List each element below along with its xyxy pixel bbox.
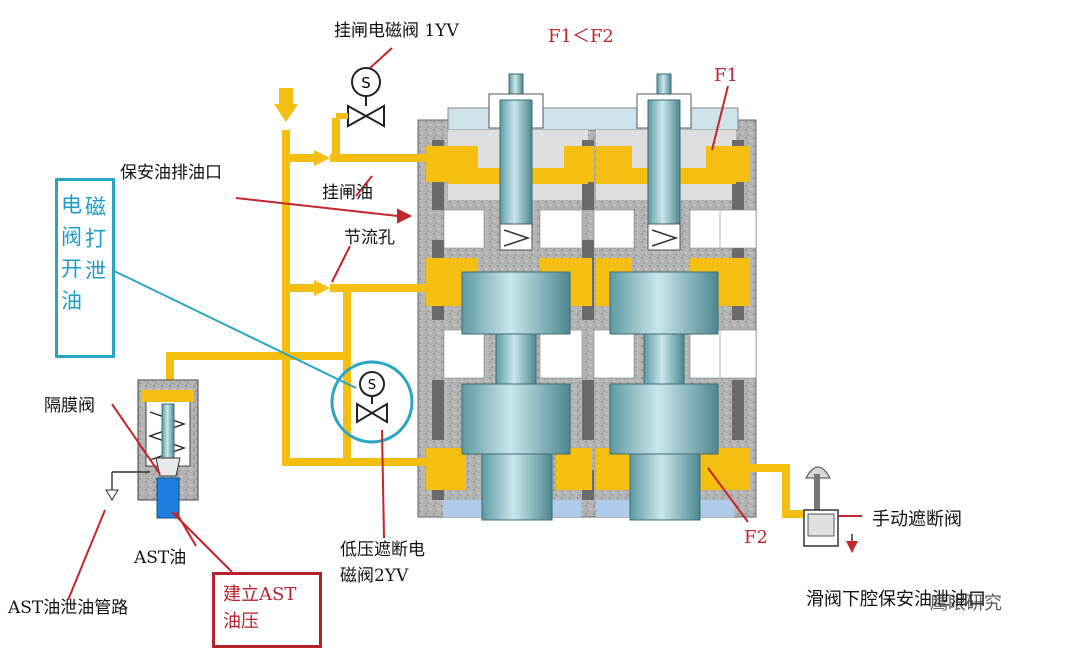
build-ast-box: 建立AST 油压: [212, 572, 322, 648]
build-ast-line2: 油压: [223, 611, 259, 632]
dump-char-6: 泄: [85, 259, 106, 283]
dump-char-1: 电: [61, 193, 82, 217]
label-low-pressure-line1: 低压遮断电: [340, 540, 425, 560]
label-ast-oil: AST油: [134, 548, 187, 568]
label-f1: F1: [714, 65, 738, 86]
spool-right: [609, 73, 719, 521]
supply-arrow: [274, 88, 298, 122]
leader-lines: [67, 47, 749, 601]
dump-char-3: 阀: [61, 225, 82, 249]
solenoid-dump-box: 电 磁 阀 打 开 泄 油: [55, 178, 115, 358]
watermark: 鹰眼研究: [930, 593, 1002, 614]
label-diaphragm-valve: 隔膜阀: [44, 396, 95, 416]
dump-char-2: 磁: [85, 195, 106, 219]
spool-left: [461, 73, 571, 521]
label-slide-drain: 滑阀下腔保安油泄油口: [806, 589, 986, 610]
diaphragm-valve: [105, 379, 199, 519]
label-low-pressure-line2: 磁阀2YV: [340, 566, 409, 586]
solenoid-1yv-s-text: S: [361, 74, 371, 92]
manual-trip-valve: [803, 466, 862, 553]
label-ast-drain-pipe: AST油泄油管路: [8, 598, 129, 618]
solenoid-2yv-symbol: [330, 360, 414, 444]
dump-char-7: 油: [61, 289, 82, 313]
valve-block: [417, 73, 757, 521]
label-f2: F2: [744, 527, 768, 548]
label-manual-valve: 手动遮断阀: [872, 509, 962, 530]
label-trip-solenoid: 挂闸电磁阀 1YV: [334, 21, 459, 41]
solenoid-1yv-symbol: [336, 67, 385, 128]
oil-piping: [166, 118, 804, 518]
label-safety-drain: 保安油排油口: [120, 163, 222, 183]
dump-char-5: 开: [61, 257, 82, 281]
label-trip-oil: 挂闸油: [322, 183, 373, 203]
throttle-restrictions: [314, 150, 330, 296]
build-ast-line1: 建立AST: [223, 584, 297, 605]
solenoid-2yv-s-text: S: [368, 378, 376, 393]
dump-char-4: 打: [85, 227, 106, 251]
label-throttle-hole: 节流孔: [344, 228, 395, 248]
label-force-relation: F1＜F2: [548, 26, 614, 47]
